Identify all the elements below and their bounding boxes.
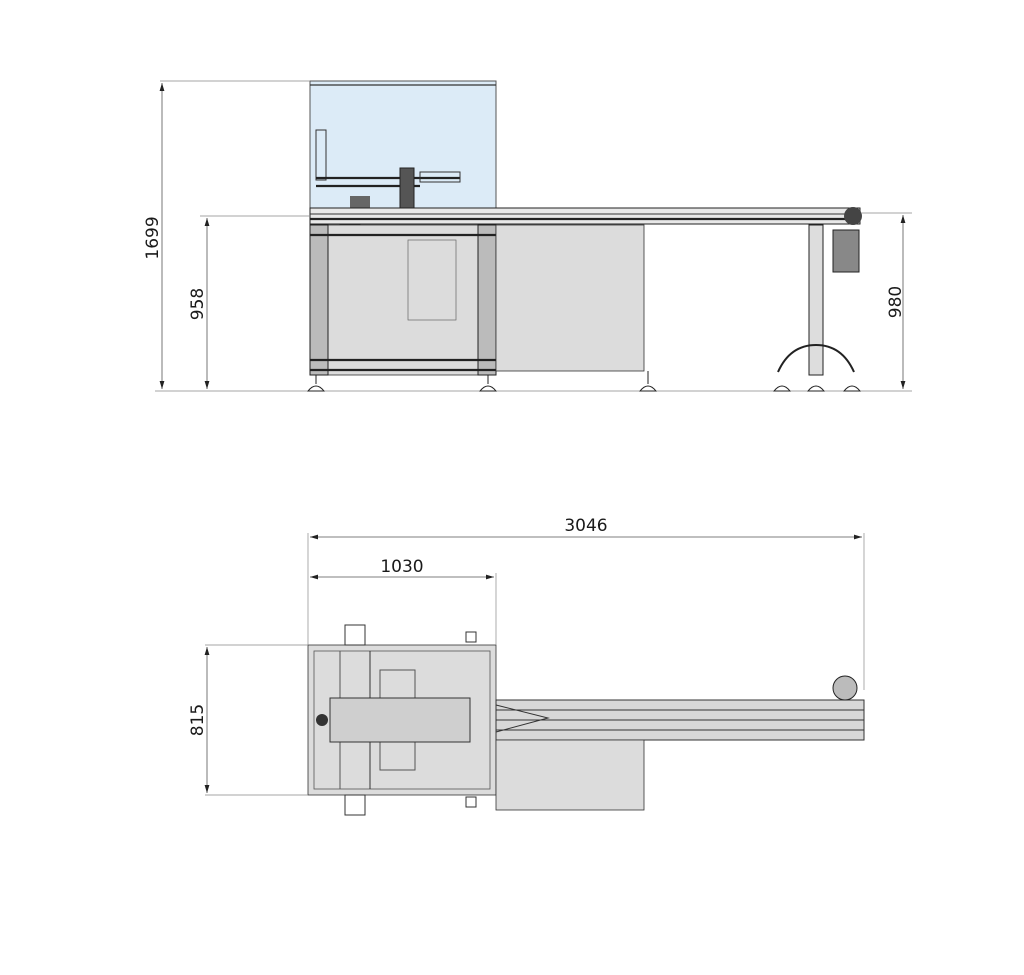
- dim-table-height: 958: [188, 288, 208, 320]
- drive-motor: [832, 229, 860, 273]
- top-view: 3046 1030 815: [188, 516, 865, 816]
- machine-base: [309, 224, 497, 376]
- leveling-feet: [306, 371, 862, 392]
- handles: [344, 624, 477, 816]
- conveyor: [309, 207, 861, 225]
- electrical-cabinet: [495, 224, 645, 372]
- dim-overall-length: 3046: [564, 516, 607, 536]
- dim-overall-height: 1699: [143, 216, 163, 259]
- side-view: 1699 958 980: [143, 80, 912, 392]
- dim-machine-width: 815: [188, 704, 208, 736]
- conveyor-stand: [808, 224, 824, 376]
- cabinet-top: [495, 739, 645, 811]
- dim-machine-length: 1030: [380, 557, 423, 577]
- motor-top: [832, 675, 858, 701]
- dim-conveyor-height: 980: [886, 286, 906, 318]
